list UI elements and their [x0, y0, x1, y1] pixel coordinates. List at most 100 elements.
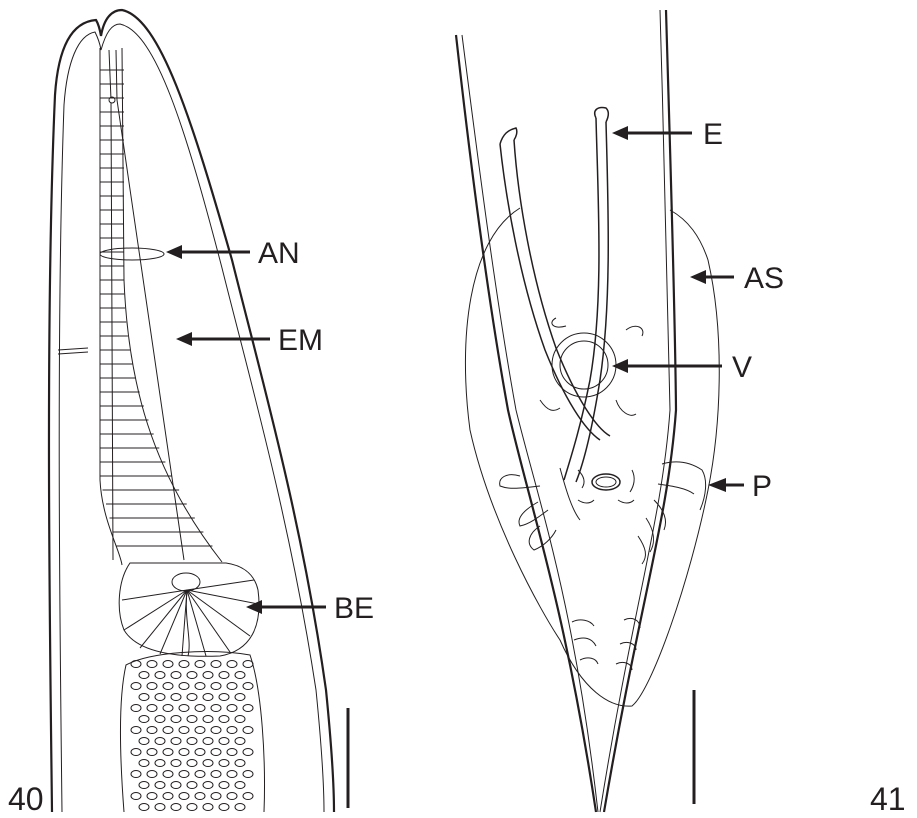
intestinal-granule: [243, 705, 253, 712]
label-e: E: [703, 118, 723, 151]
label-an: AN: [258, 237, 300, 270]
bulb-valve-ray: [140, 590, 187, 648]
intestinal-granule: [139, 716, 149, 723]
intestinal-granule: [179, 771, 189, 778]
intestinal-granule: [219, 738, 229, 745]
intestinal-granule: [211, 727, 221, 734]
bulb-valve-ray: [187, 590, 206, 656]
intestinal-granule: [187, 782, 197, 789]
intestinal-granule: [203, 672, 213, 679]
intestinal-granule: [211, 771, 221, 778]
intestinal-granule: [219, 694, 229, 701]
intestinal-granule: [147, 661, 157, 668]
intestinal-granule: [163, 705, 173, 712]
intestinal-granule: [179, 793, 189, 800]
intestinal-granule: [203, 804, 213, 811]
intestinal-granule: [171, 716, 181, 723]
intestinal-granule: [139, 694, 149, 701]
intestinal-granule: [203, 738, 213, 745]
intestinal-granule: [171, 672, 181, 679]
intestinal-granule: [219, 804, 229, 811]
intestinal-granule: [219, 716, 229, 723]
figure-41-posterior-region: [456, 10, 719, 812]
intestinal-granule: [203, 782, 213, 789]
label-be: BE: [334, 592, 374, 625]
intestinal-granule: [195, 749, 205, 756]
intestinal-granule: [227, 705, 237, 712]
label-p: P: [752, 470, 772, 503]
arrow-e: [612, 126, 692, 140]
caudal-alae: [465, 208, 719, 706]
intestinal-granule: [147, 705, 157, 712]
intestinal-granule: [187, 672, 197, 679]
intestinal-granule: [179, 705, 189, 712]
nerve-ring: [100, 248, 164, 260]
intestinal-granule: [227, 683, 237, 690]
intestinal-granule: [211, 793, 221, 800]
intestinal-granule: [147, 749, 157, 756]
intestinal-granule: [243, 793, 253, 800]
label-v: V: [732, 351, 752, 384]
intestinal-granule: [227, 749, 237, 756]
intestinal-granule: [171, 738, 181, 745]
intestinal-granule: [131, 683, 141, 690]
arrow-em: [176, 332, 270, 346]
vulva-region-outer: [552, 333, 616, 397]
intestinal-granule: [139, 738, 149, 745]
label-as: AS: [744, 262, 784, 295]
intestinal-granule: [211, 705, 221, 712]
intestinal-granule: [131, 771, 141, 778]
intestinal-granule: [179, 727, 189, 734]
intestinal-granule: [163, 749, 173, 756]
intestinal-granule: [163, 727, 173, 734]
intestinal-granule: [243, 771, 253, 778]
intestinal-granule: [227, 661, 237, 668]
intestinal-granule: [195, 683, 205, 690]
intestinal-granule: [139, 782, 149, 789]
intestinal-granule: [147, 727, 157, 734]
intestinal-granule: [131, 705, 141, 712]
intestinal-granule: [195, 793, 205, 800]
intestinal-granule: [155, 672, 165, 679]
intestinal-granule: [171, 782, 181, 789]
intestinal-granule: [163, 793, 173, 800]
intestinal-granule: [211, 749, 221, 756]
intestinal-granule: [171, 760, 181, 767]
intestinal-granule: [139, 804, 149, 811]
intestinal-granule: [195, 661, 205, 668]
arrow-v: [612, 359, 722, 373]
intestinal-granule: [195, 727, 205, 734]
intestinal-granule: [235, 782, 245, 789]
intestinal-granule: [147, 771, 157, 778]
label-em: EM: [278, 324, 323, 357]
outer-cuticle: [49, 10, 334, 812]
intestinal-granule: [155, 716, 165, 723]
figure-number-41: 41: [870, 781, 906, 817]
intestinal-granule: [211, 661, 221, 668]
intestinal-granule: [219, 782, 229, 789]
arrow-an: [166, 245, 250, 259]
intestinal-granule: [155, 782, 165, 789]
intestinal-granule: [139, 672, 149, 679]
intestinal-granule: [235, 694, 245, 701]
intestinal-granule: [235, 672, 245, 679]
intestinal-granule: [155, 760, 165, 767]
bulb-valve-ray: [122, 590, 187, 600]
intestinal-granule: [195, 705, 205, 712]
intestinal-granule: [219, 760, 229, 767]
intestinal-granule: [155, 738, 165, 745]
intestinal-granule: [163, 683, 173, 690]
bulb-valve-ray: [187, 590, 230, 652]
figure-number-40: 40: [8, 781, 44, 817]
intestinal-granule: [243, 727, 253, 734]
intestinal-granule: [131, 661, 141, 668]
bulb-valve-ray: [187, 590, 258, 604]
body-outline-right: [604, 10, 676, 812]
intestinal-granule: [147, 793, 157, 800]
intestinal-granule: [179, 683, 189, 690]
intestinal-granule: [227, 793, 237, 800]
intestinal-granule: [179, 661, 189, 668]
intestinal-granule: [235, 760, 245, 767]
intestinal-granule: [195, 771, 205, 778]
intestinal-granule: [187, 738, 197, 745]
